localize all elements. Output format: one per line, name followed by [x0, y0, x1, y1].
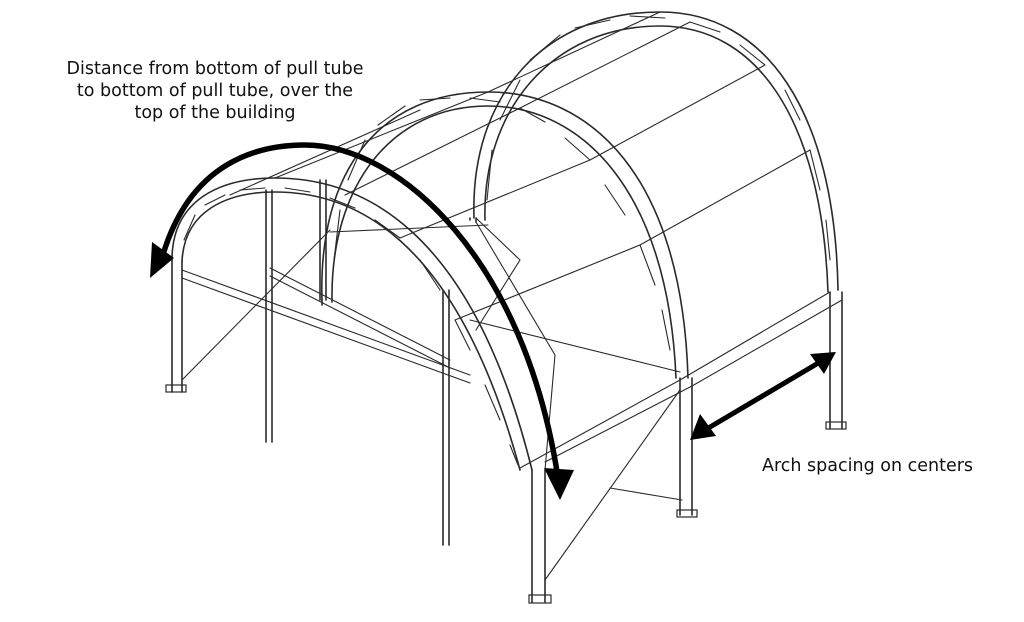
spacing-arrow: [690, 352, 836, 440]
distance-annotation: Distance from bottom of pull tube to bot…: [40, 58, 390, 124]
purlins: [229, 11, 843, 469]
spacing-arrowhead-left: [690, 414, 716, 440]
columns: [165, 217, 847, 604]
arch-middle-lattice: [333, 97, 671, 351]
spacing-arrowhead-right: [810, 352, 836, 374]
distance-line-1: Distance from bottom of pull tube: [66, 59, 364, 79]
interior-poles: [265, 179, 450, 546]
spacing-annotation: Arch spacing on centers: [762, 456, 974, 476]
arch-front: [171, 177, 533, 471]
side-rails: [181, 217, 683, 581]
distance-arrow: [150, 142, 574, 500]
distance-line-2: to bottom of pull tube, over the: [76, 81, 354, 101]
arch-back: [473, 11, 839, 293]
distance-line-3: top of the building: [134, 103, 296, 123]
arrowhead-left: [150, 242, 174, 278]
arch-back-lattice: [486, 15, 831, 261]
arrowhead-right: [544, 468, 574, 500]
arch-middle: [321, 91, 689, 379]
